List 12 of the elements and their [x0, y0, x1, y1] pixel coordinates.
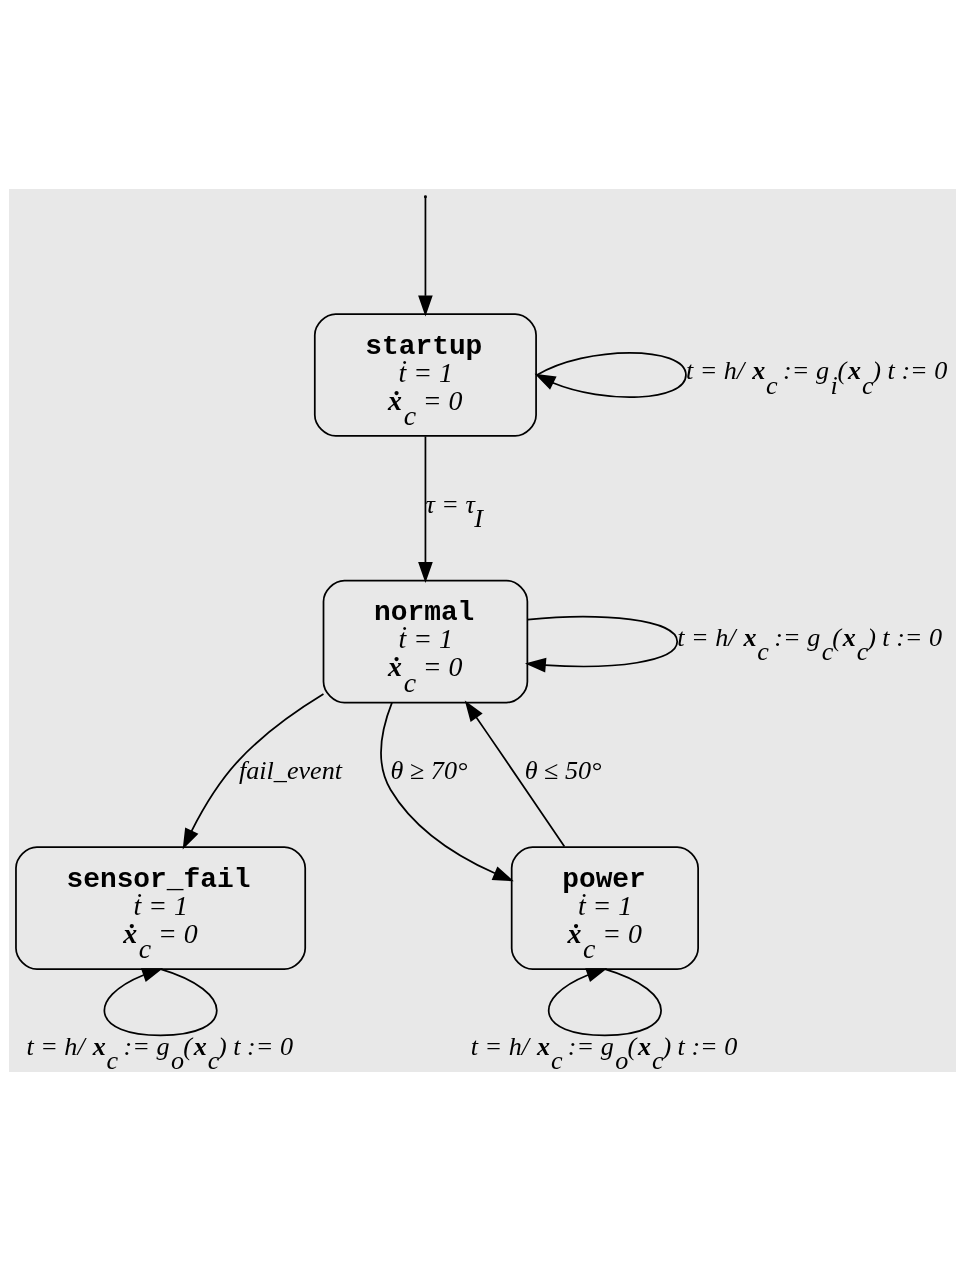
edge-label: θ ≤ 50°: [524, 756, 602, 786]
arrow: [103, 968, 218, 1037]
arrow: [417, 196, 433, 317]
edge-label: fail_event: [238, 756, 342, 786]
arrow: [547, 968, 662, 1037]
arrow: [534, 351, 687, 398]
arrow: [524, 615, 678, 673]
arrow: [417, 435, 433, 583]
edge-label: θ ≥ 70°: [390, 756, 467, 786]
arrow: [464, 700, 565, 848]
arrow: [379, 701, 514, 882]
arrow: [182, 693, 324, 850]
